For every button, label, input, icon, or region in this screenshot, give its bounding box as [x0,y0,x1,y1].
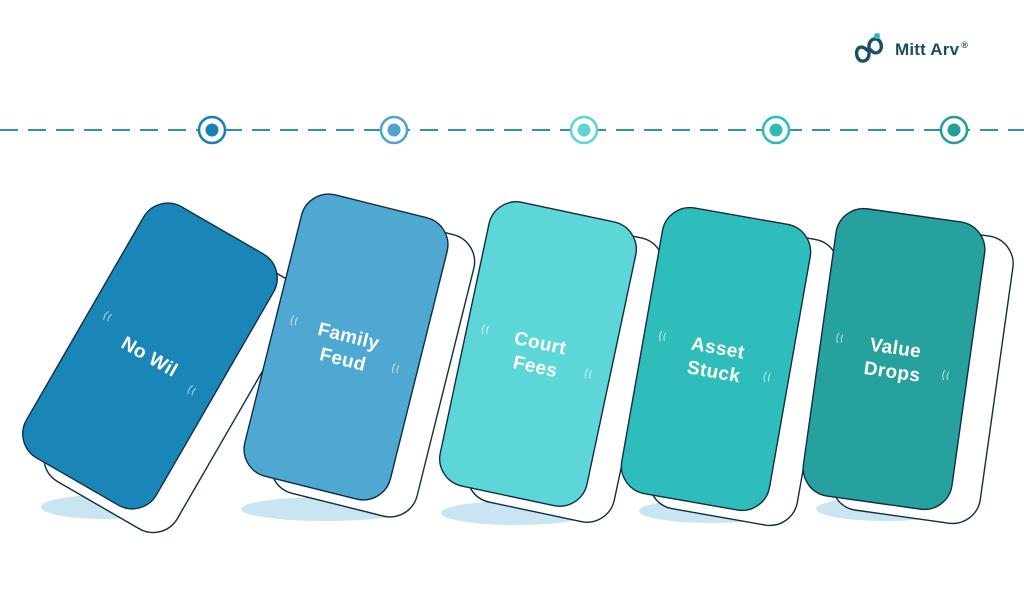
timeline-dot [569,115,599,145]
domino-face [439,201,637,507]
domino-face [802,207,986,511]
domino: No Wil [22,202,299,534]
timeline-dot [197,115,227,145]
brand-name: Mitt Arv® [895,40,969,59]
brand-logo[interactable]: Mitt Arv® [851,30,968,70]
registered-mark: ® [961,40,969,51]
timeline-dot [761,115,791,145]
domino-face [620,206,812,512]
timeline-dot [939,115,969,145]
timeline [0,115,1024,145]
domino-face [22,202,278,510]
timeline-dot [379,115,409,145]
infinity-link-icon [854,33,883,63]
domino-face [243,193,449,501]
